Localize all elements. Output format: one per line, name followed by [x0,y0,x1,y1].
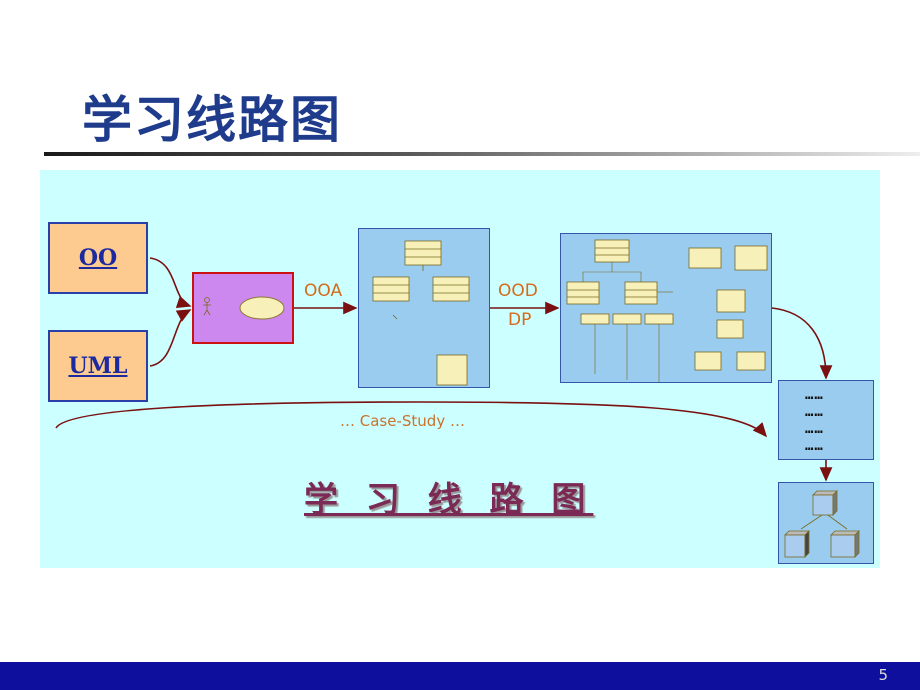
uml-box: UML [48,330,148,402]
title-rule [44,152,920,156]
page-number: 5 [878,666,888,684]
footer-bar [0,662,920,690]
design-diagram-icon [566,239,768,384]
ooa-label: OOA [304,281,343,301]
more-steps-box: …… …… …… …… [778,380,874,460]
dots-line: …… [805,438,824,454]
use-case-figure-icon [203,296,285,320]
use-case-diagram [192,272,294,344]
slide-title: 学习线路图 [82,91,342,149]
oo-label: OO [78,245,118,271]
dp-label: DP [508,310,532,330]
case-study-label: … Case-Study … [340,412,465,430]
class-diagram-icon [372,240,470,386]
cubes-icon [784,490,860,558]
oo-box: OO [48,222,148,294]
dots-line: …… [805,387,824,403]
uml-label: UML [68,353,128,379]
ooa-class-diagram [358,228,490,388]
ood-label: OOD [498,281,538,301]
component-cubes-box [778,482,874,564]
dots-line: …… [805,404,824,420]
roadmap-heading: 学 习 线 路 图 [304,480,594,520]
dots-line: …… [805,421,824,437]
ood-design-diagram [560,233,772,384]
